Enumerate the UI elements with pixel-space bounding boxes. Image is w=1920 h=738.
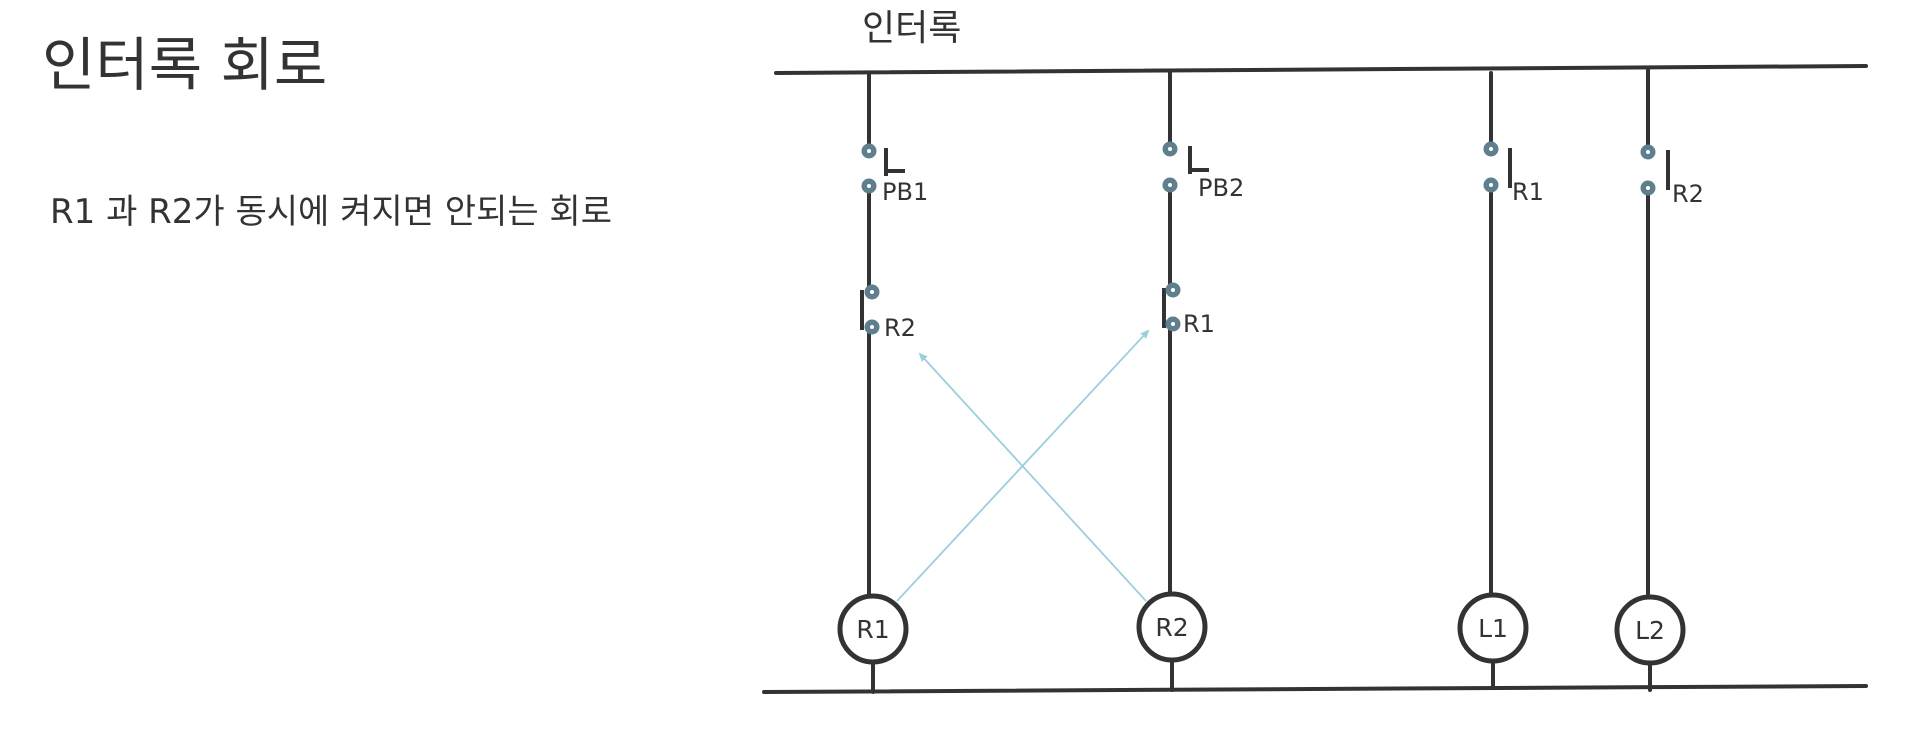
bottom-power-rail [762, 684, 1868, 694]
pb1-label: PB1 [882, 178, 928, 206]
pushbutton-pb2 [1162, 141, 1209, 193]
r2-interlock-label: R2 [884, 314, 916, 342]
interlock-arrow-r2-to-r2-contact [918, 352, 1147, 602]
rung-l2 [1646, 68, 1652, 692]
circuit-description: R1 과 R2가 동시에 켜지면 안되는 회로 [50, 192, 612, 232]
contact-r2-interlock [860, 284, 880, 335]
r1-lamp-contact-label: R1 [1512, 178, 1544, 206]
coil-r1-label: R1 [856, 615, 889, 644]
coil-r1 [837, 593, 909, 665]
rung-r1 [867, 71, 875, 694]
contact-r1-lamp [1483, 141, 1512, 193]
page-title: 인터록 회로 [42, 31, 328, 99]
coil-r2-label: R2 [1155, 613, 1188, 642]
lamp-l2 [1614, 594, 1686, 666]
rung-l1 [1489, 71, 1495, 690]
r2-lamp-contact-label: R2 [1672, 180, 1704, 208]
diagram-header-label: 인터록 [862, 8, 961, 49]
pb2-label: PB2 [1198, 174, 1244, 202]
lamp-l1-label: L1 [1478, 614, 1508, 643]
top-power-rail [774, 64, 1868, 75]
contact-r1-interlock [1162, 282, 1181, 332]
pushbutton-pb1 [861, 143, 905, 194]
r1-interlock-label: R1 [1183, 310, 1215, 338]
coil-r2 [1136, 591, 1208, 663]
rung-r2 [1168, 71, 1174, 692]
lamp-l2-label: L2 [1635, 616, 1665, 645]
contact-r2-lamp [1640, 144, 1670, 196]
lamp-l1 [1457, 592, 1529, 664]
